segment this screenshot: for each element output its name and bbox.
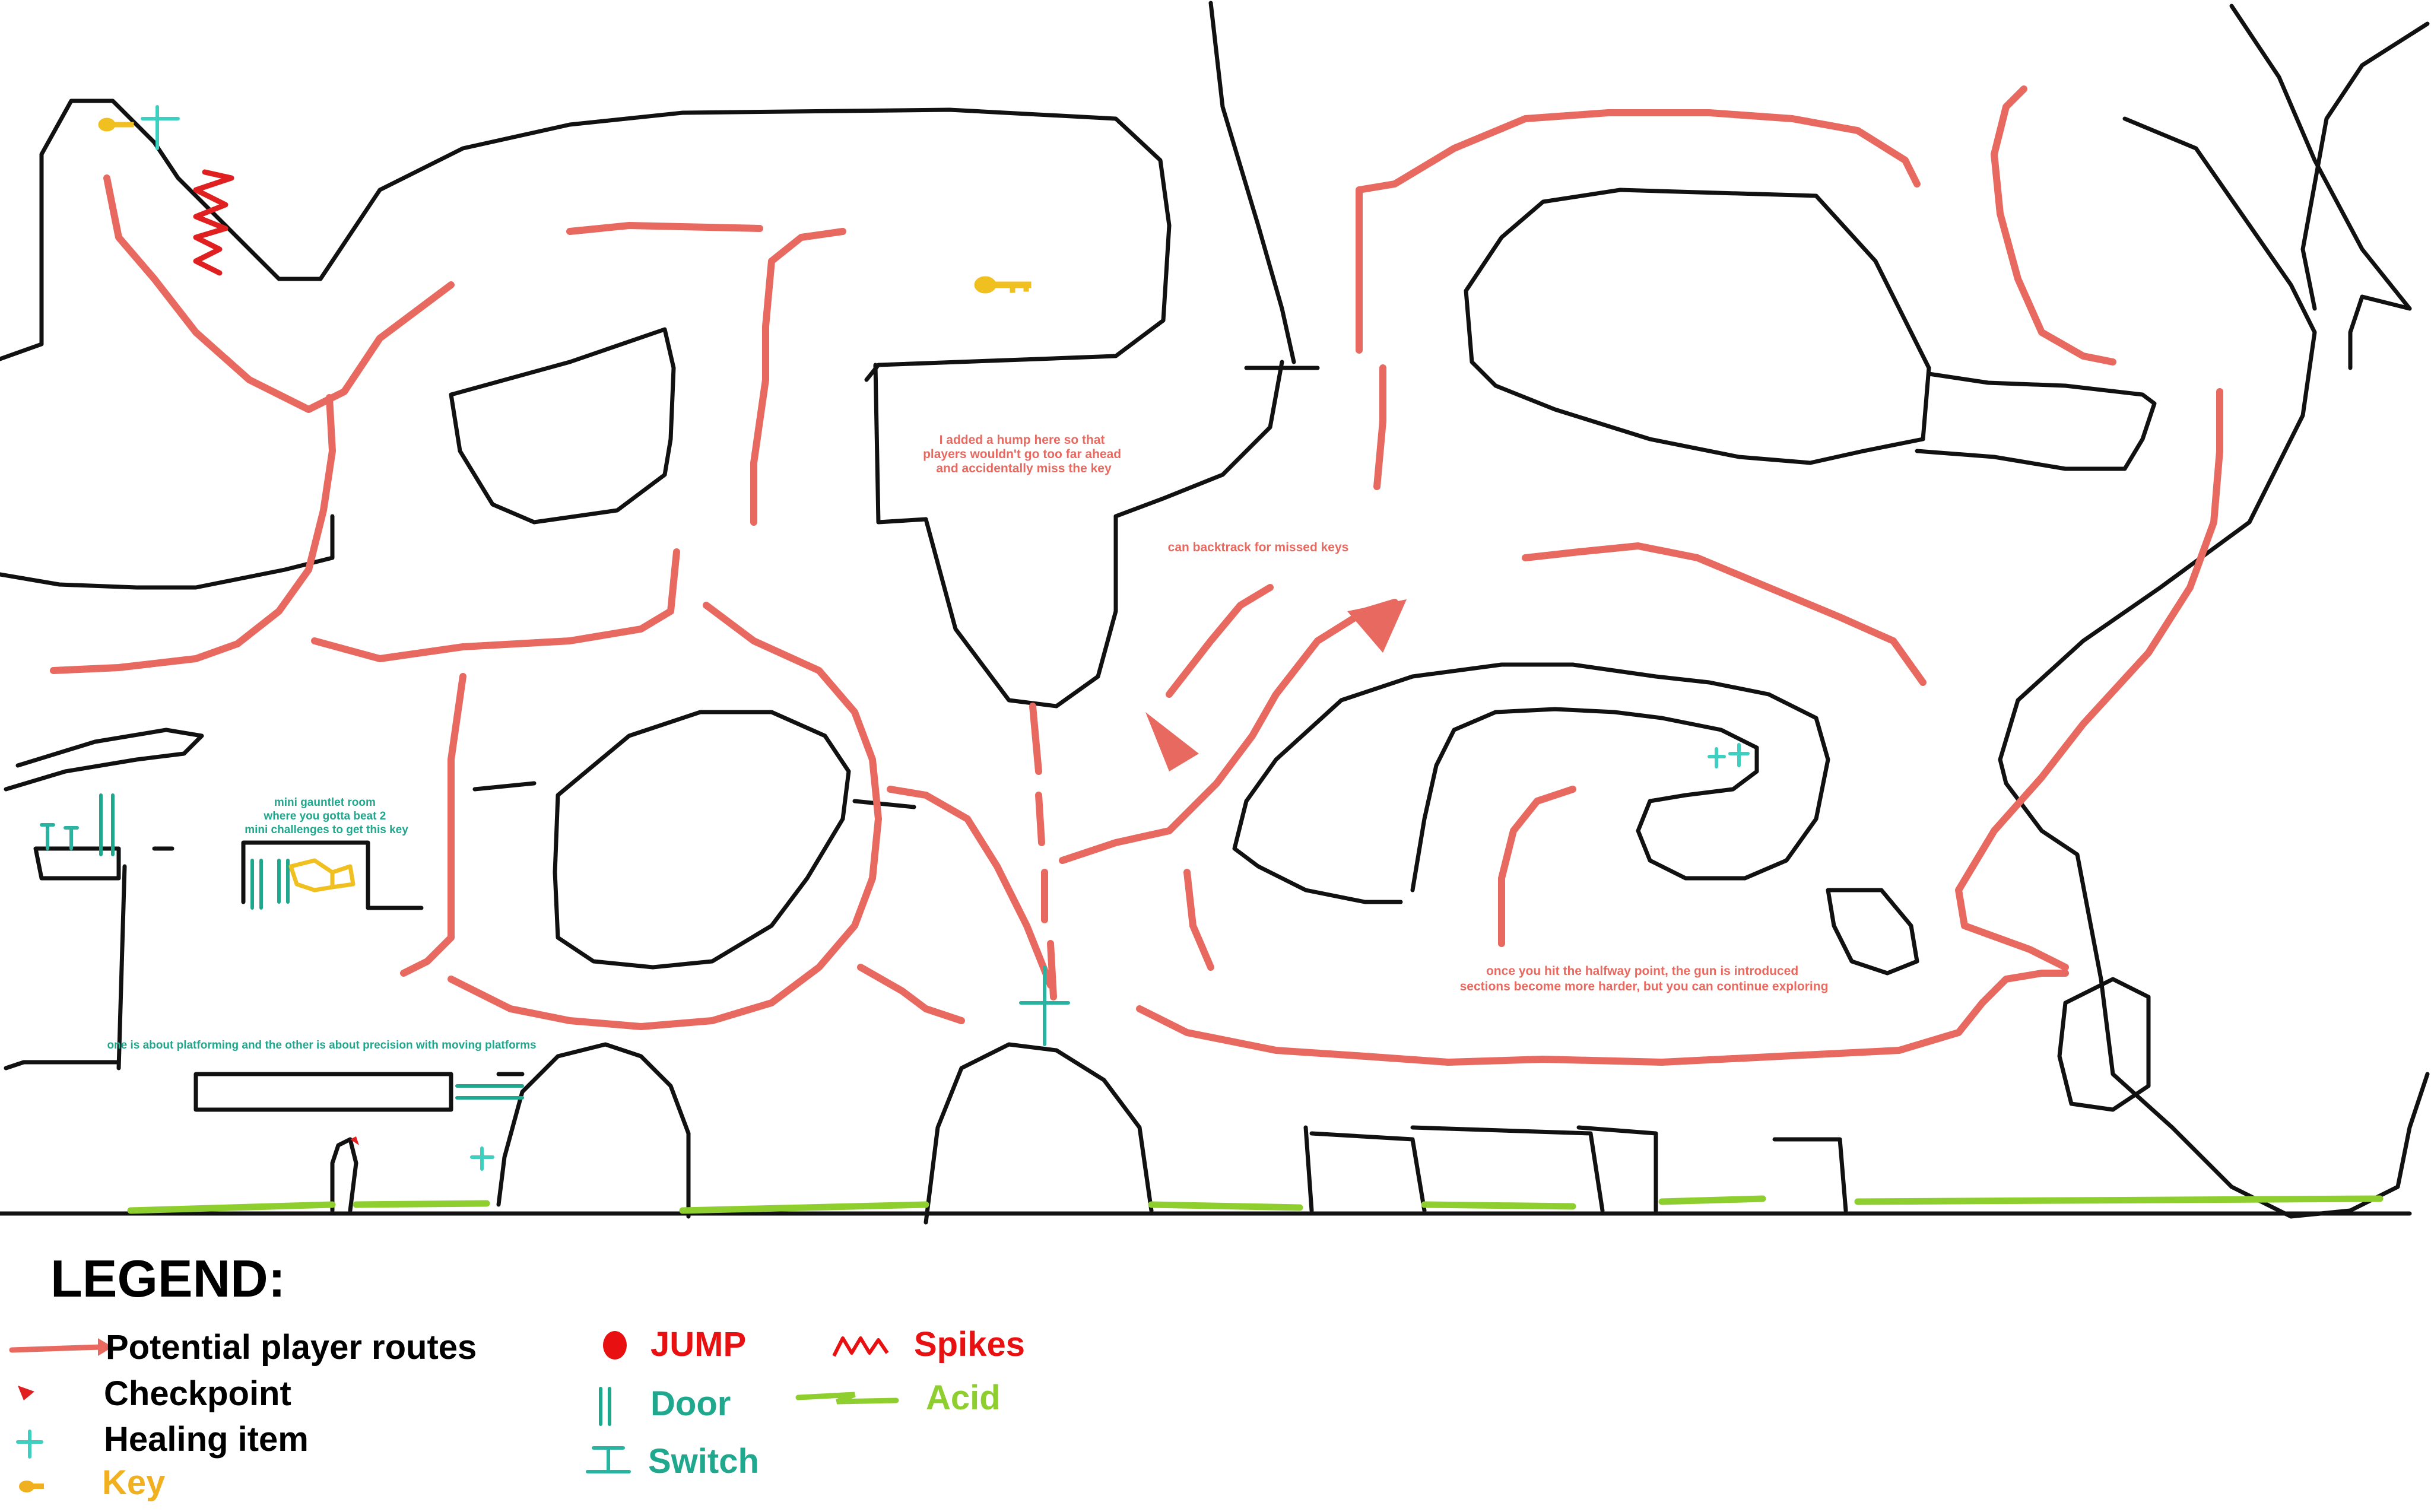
switch-icon [586,1446,631,1473]
key-icon [19,1481,44,1492]
halfway-note: once you hit the halfway point, the gun … [1460,964,1829,993]
keys [98,117,1032,892]
checkpoint-flag-icon [350,1136,359,1145]
legend-label-checkpoint: Checkpoint [104,1374,291,1413]
legend-label-key: Key [102,1463,165,1502]
key-icon [98,117,134,132]
legend-label-routes: Potential player routes [106,1328,477,1367]
backtrack-note: can backtrack for missed keys [1168,541,1349,554]
switch-icon [64,826,79,850]
healing-plus-icon [141,105,180,150]
healing-plus-icon [1728,743,1750,767]
acid-pools [127,1195,2384,1214]
route-arrows [1145,599,1407,771]
healing-plus-icon [1708,747,1726,768]
spikes-icon [832,1336,889,1357]
gauntlet-note: mini gauntlet room where you gotta beat … [245,796,408,836]
acid-icon [795,1392,899,1405]
healing-plus-icon [470,1146,494,1171]
player-routes [50,85,2223,1066]
healing-plus-icon [16,1430,43,1459]
checkpoint-flag-icon [18,1386,34,1400]
legend-label-acid: Acid [926,1378,1001,1417]
door-icon [99,793,115,856]
route-arrow-icon [9,1344,104,1353]
switch-icon [1019,965,1070,1046]
map-walls [0,1,2430,1225]
platforming-note: one is about platforming and the other i… [107,1039,536,1052]
door-icon [277,859,290,904]
legend: LEGEND: Potential player routes Checkpoi… [9,1249,1025,1502]
gauntlet-room [241,840,424,910]
jump-dot-icon [603,1331,627,1359]
route-arrowhead-up [1347,599,1407,653]
legend-label-switch: Switch [648,1442,759,1481]
door-icon [250,859,263,910]
legend-title: LEGEND: [50,1249,285,1308]
switch-icon [40,823,55,850]
key-icon [974,276,1032,294]
spikes-icon [193,169,234,276]
route-arrowhead-down [1145,712,1199,771]
key-icon [288,858,356,892]
switches [40,823,1070,1046]
healing-items [141,105,1750,1171]
legend-label-spikes: Spikes [914,1325,1025,1364]
door-icon [455,1084,524,1100]
legend-label-jump: JUMP [650,1325,746,1364]
legend-label-door: Door [650,1384,731,1423]
door-icon [599,1387,611,1426]
doors [99,793,524,1100]
hump-note: I added a hump here so that players woul… [923,433,1125,475]
legend-label-healing: Healing item [104,1420,309,1459]
